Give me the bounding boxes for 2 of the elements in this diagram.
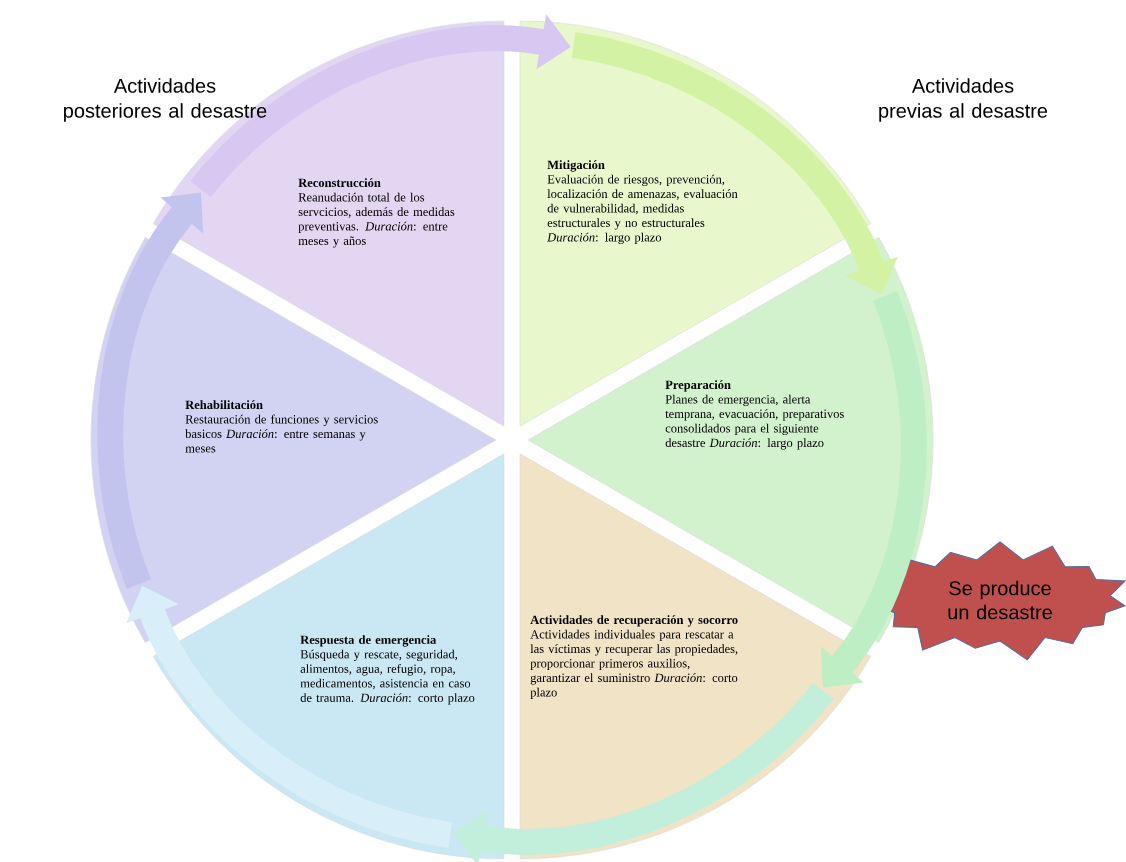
cycle-segment: Actividades de recuperación y socorro Actividades individuales para rescatar a las víctimas y recuperar las propiedades, proporcionar primeros auxilios, garantizar el suministro Duración: corto plazo [519,453,872,860]
starburst: Se produce un desastre [874,541,1126,661]
